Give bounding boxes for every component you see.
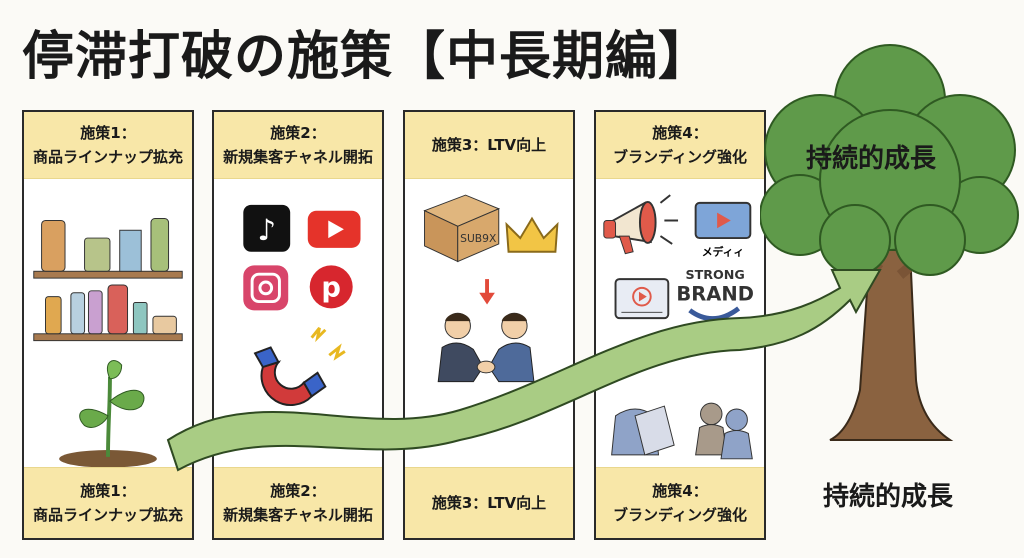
pinterest-icon: p [309,265,353,309]
audience-icon [611,402,753,460]
page-title: 停滞打破の施策【中長期編】 [22,27,712,87]
handshake-icon [437,312,535,383]
heading-line: 新規集客チャネル開拓 [223,148,373,166]
panel-ltv: 施策3：LTV向上 SUB9X 施策3：LTV向上 [403,110,575,540]
panel-footer: 施策4： ブランディング強化 [596,467,764,538]
panel-heading: 施策1： 商品ラインナップ拡充 [24,112,192,179]
branding-illustration: メディィ STRONG BRAND [603,194,754,460]
media-video-icon [694,201,752,240]
video-player-icon [614,278,670,320]
tree-label-top: 持続的成長 [806,144,937,174]
footer-line: ブランディング強化 [613,506,747,524]
footer-line: 施策4： [652,482,708,500]
panel-product-lineup: 施策1： 商品ラインナップ拡充 施策1： 商品ラインナップ拡充 [22,110,194,540]
panel-footer: 施策2： 新規集客チャネル開拓 [214,467,382,538]
heading-line: 施策2： [270,124,326,142]
growth-tree-illustration [760,44,1019,441]
panel-heading: 施策2： 新規集客チャネル開拓 [214,112,382,179]
tree-label-bottom: 持続的成長 [823,482,954,512]
channels-illustration: ♪ p [243,204,361,406]
tiktok-icon: ♪ [243,204,291,252]
footer-line: 施策1： [80,482,136,500]
panel-footer: 施策3：LTV向上 [405,467,573,538]
sprout-icon [59,360,157,468]
megaphone-icon [603,194,679,255]
subscription-box-icon: SUB9X [423,194,501,263]
youtube-icon [307,210,361,248]
crown-icon [505,216,559,253]
instagram-icon [243,265,289,311]
svg-text:♪: ♪ [257,213,276,247]
panel-heading: 施策4： ブランディング強化 [596,112,764,179]
panel-new-channels: 施策2： 新規集客チャネル開拓 ♪ p 施策2： 新規集客チャネル開拓 [212,110,384,540]
panel-heading: 施策3：LTV向上 [405,112,573,179]
curved-arrow-icon [688,306,741,322]
footer-line: 商品ラインナップ拡充 [32,506,183,524]
svg-text:p: p [321,273,341,304]
heading-line: 商品ラインナップ拡充 [32,148,183,166]
heading-line: 施策3：LTV向上 [431,136,547,154]
panel-branding: 施策4： ブランディング強化 メディィ STRONG BRAND 施策4： ブラ… [594,110,766,540]
brand-text: STRONG [685,267,744,282]
magnet-icon [253,327,346,406]
heading-line: 施策4： [652,124,708,142]
tree-foliage [760,44,1019,276]
ltv-illustration: SUB9X [423,194,559,383]
footer-line: 施策3：LTV向上 [431,494,547,512]
footer-line: 施策2： [270,482,326,500]
box-label: SUB9X [460,232,497,245]
shelf-and-sprout-illustration [33,218,183,468]
heading-line: ブランディング強化 [613,148,747,166]
panel-footer: 施策1： 商品ラインナップ拡充 [24,467,192,538]
heading-line: 施策1： [80,124,136,142]
tree-trunk [829,249,954,441]
down-arrow-icon [479,279,495,305]
shelf-icon [33,218,183,342]
media-label: メディィ [702,246,744,259]
brand-text: BRAND [676,283,754,306]
footer-line: 新規集客チャネル開拓 [223,506,373,524]
